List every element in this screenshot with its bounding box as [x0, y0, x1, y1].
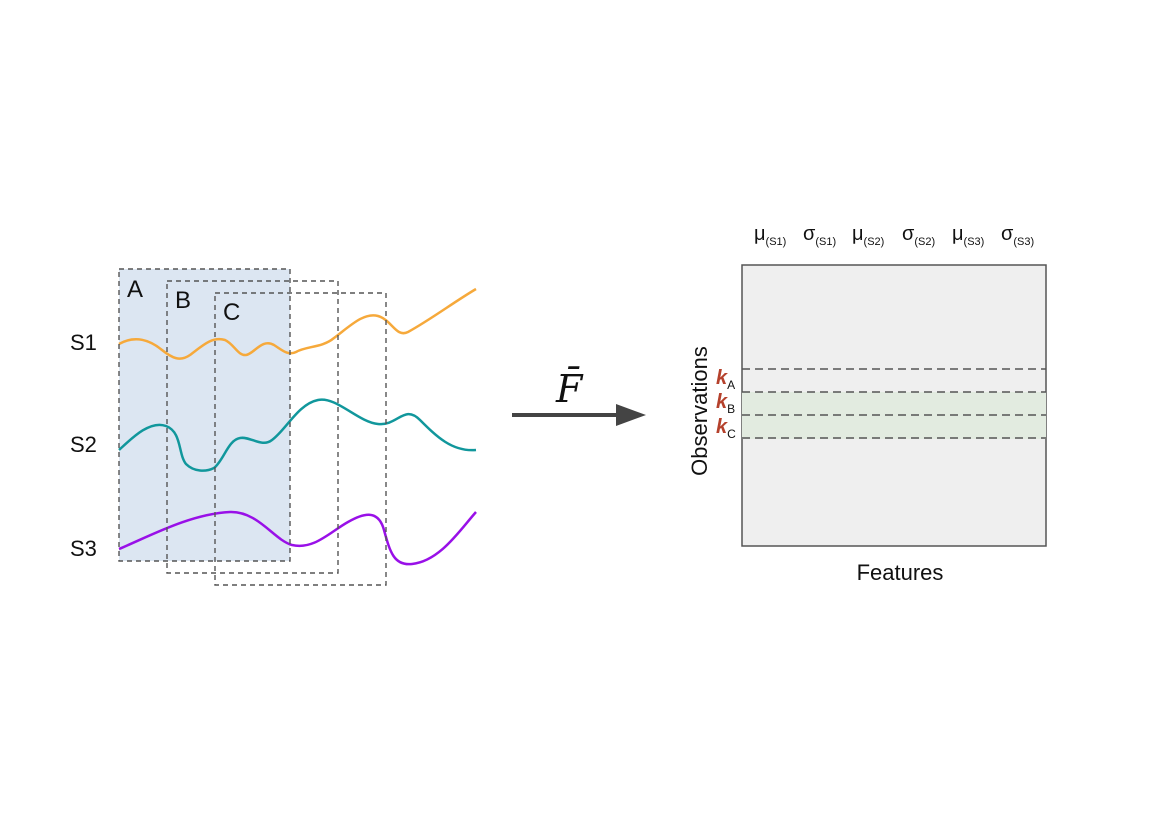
- row-label-kc: kC: [716, 416, 736, 441]
- row-label-kb: kB: [716, 391, 735, 416]
- signal-label-s2: S2: [70, 432, 97, 457]
- signal-label-s3: S3: [70, 536, 97, 561]
- window-label-a: A: [127, 276, 143, 303]
- row-label-ka: kA: [716, 367, 735, 392]
- feature-header-4: σ(S2): [902, 223, 935, 248]
- feature-header-5: μ(S3): [952, 223, 984, 248]
- signal-label-s1: S1: [70, 330, 97, 355]
- signal-s2-line: [118, 398, 477, 472]
- operator-symbol: F̄: [555, 367, 584, 411]
- feature-matrix: μ(S1) σ(S1) μ(S2) σ(S2) μ(S3) σ(S3) kA k…: [687, 223, 1047, 585]
- row-labels: kA kB kC: [716, 367, 736, 441]
- feature-header-3: μ(S2): [852, 223, 884, 248]
- x-axis-title: Features: [857, 560, 944, 585]
- arrow-head-icon: [616, 404, 646, 426]
- signal-panel: A B C S1 S2 S3: [70, 268, 477, 586]
- y-axis-title: Observations: [687, 346, 712, 476]
- window-c-outline: [214, 292, 387, 586]
- feature-headers: μ(S1) σ(S1) μ(S2) σ(S2) μ(S3) σ(S3): [754, 223, 1034, 248]
- feature-header-1: μ(S1): [754, 223, 786, 248]
- signal-s1-line: [118, 287, 477, 360]
- feature-header-2: σ(S1): [803, 223, 836, 248]
- window-label-c: C: [223, 299, 240, 326]
- signal-s3-line: [118, 510, 477, 566]
- window-b-outline: [166, 280, 339, 574]
- window-label-b: B: [175, 287, 191, 314]
- window-b-fill: [167, 281, 290, 561]
- transform-arrow: F̄: [512, 367, 646, 426]
- window-a-outline: [118, 268, 291, 562]
- feature-header-6: σ(S3): [1001, 223, 1034, 248]
